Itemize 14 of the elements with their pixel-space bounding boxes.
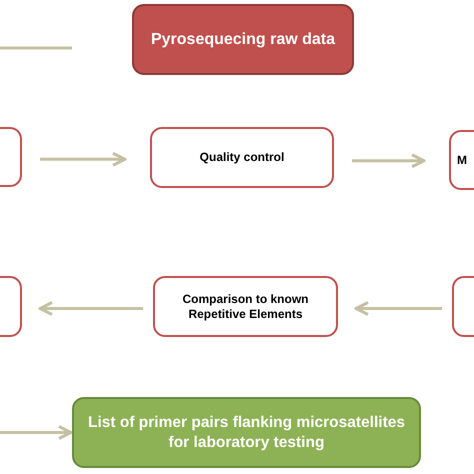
process-box bbox=[153, 276, 338, 337]
box-label: M bbox=[457, 152, 467, 168]
arrow bbox=[352, 153, 426, 168]
arrow bbox=[40, 152, 126, 167]
arrow bbox=[354, 301, 442, 316]
box-label: Quality control bbox=[200, 150, 284, 165]
box-label: List of primer pairs flanking microsatellites for laboratory testing bbox=[87, 413, 406, 452]
process-box bbox=[150, 127, 334, 188]
box-label: Comparison to known Repetitive Elements bbox=[182, 292, 310, 322]
box-label: Pyrosequecing raw data bbox=[150, 30, 336, 50]
arrow bbox=[0, 425, 72, 440]
result-box bbox=[72, 397, 421, 468]
arrow bbox=[38, 301, 143, 316]
start-box bbox=[132, 4, 354, 75]
